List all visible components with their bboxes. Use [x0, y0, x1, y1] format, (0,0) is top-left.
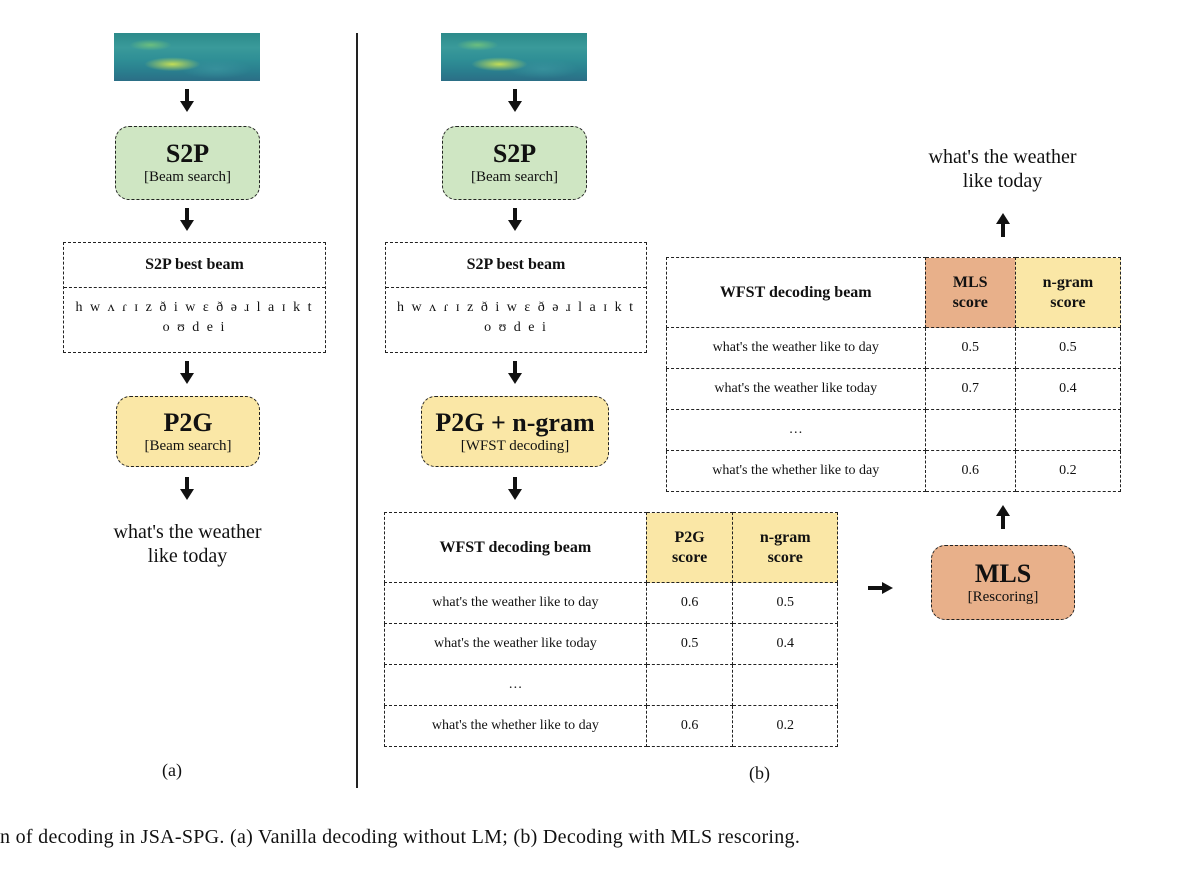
table-cell: what's the weather like to day [666, 327, 926, 369]
table-cell: 0.6 [645, 582, 734, 624]
s2p-box-b: S2P [Beam search] [442, 126, 587, 200]
ipa-line1-b: h w ʌ ɾ ɪ z ð i w ɛ ð ə ɹ l a ɪ k t [396, 300, 635, 315]
p2g-ngram-box: P2G + n-gram [WFST decoding] [421, 396, 609, 467]
table-cell: 0.4 [732, 623, 838, 665]
arrow-up-icon [996, 505, 1010, 531]
table-row: what's the weather like to day 0.6 0.5 [384, 582, 838, 624]
panel-label-b: (b) [749, 763, 770, 783]
mls-box: MLS [Rescoring] [931, 545, 1075, 620]
table-cell: 0.5 [924, 327, 1016, 369]
ipa-line2-a: o ʊ d e i [162, 320, 227, 335]
table-cell: what's the weather like today [384, 623, 647, 665]
s2p-sub-b: [Beam search] [470, 169, 559, 185]
table-cell: what's the weather like today [666, 368, 926, 410]
table-row: what's the weather like today 0.5 0.4 [384, 623, 838, 665]
mls-title: MLS [974, 558, 1032, 588]
arrow-down-icon [180, 361, 194, 385]
best-beam-header-b: S2P best beam [386, 243, 646, 288]
p2g-sub-a: [Beam search] [144, 437, 232, 454]
mls-header-beam: WFST decoding beam [666, 257, 926, 328]
table-cell: 0.5 [732, 582, 838, 624]
table-cell: … [666, 409, 926, 451]
table-cell [645, 664, 734, 706]
table-cell: 0.5 [1014, 327, 1122, 369]
arrow-down-icon [508, 208, 522, 232]
arrow-right-icon [868, 582, 894, 594]
arrow-down-icon [180, 89, 194, 113]
arrow-up-icon [996, 213, 1010, 239]
table-row: … [666, 409, 1122, 451]
best-beam-box-a: S2P best beam h w ʌ ɾ ɪ z ð i w ɛ ð ə ɹ … [63, 242, 326, 353]
table-cell: 0.4 [1014, 368, 1122, 410]
table-cell [1014, 409, 1122, 451]
table-cell: 0.2 [732, 705, 838, 747]
table-row: what's the whether like to day 0.6 0.2 [666, 450, 1122, 492]
s2p-box-a: S2P [Beam search] [115, 126, 260, 200]
p2g-box-a: P2G [Beam search] [116, 396, 260, 467]
s2p-title-a: S2P [165, 139, 210, 168]
table-cell [924, 409, 1016, 451]
output-line2-a: like today [147, 545, 228, 567]
table-row: … [384, 664, 838, 706]
best-beam-box-b: S2P best beam h w ʌ ɾ ɪ z ð i w ɛ ð ə ɹ … [385, 242, 647, 353]
output-line1-b: what's the weather [928, 146, 1077, 168]
arrow-down-icon [180, 477, 194, 501]
wfst-header-beam: WFST decoding beam [384, 512, 647, 583]
table-cell: what's the weather like to day [384, 582, 647, 624]
panel-divider [356, 33, 358, 788]
table-cell: 0.7 [924, 368, 1016, 410]
table-cell: 0.6 [924, 450, 1016, 492]
output-line2-b: like today [962, 170, 1043, 192]
table-row: what's the whether like to day 0.6 0.2 [384, 705, 838, 747]
table-cell: 0.6 [645, 705, 734, 747]
p2g-ngram-sub: [WFST decoding] [460, 437, 570, 454]
output-text-b: what's the weather like today [900, 145, 1105, 193]
figure-caption: n of decoding in JSA-SPG. (a) Vanilla de… [0, 826, 801, 848]
panel-label-a: (a) [162, 760, 182, 780]
ipa-line1-a: h w ʌ ɾ ɪ z ð i w ɛ ð ə ɹ l a ɪ k t [75, 300, 314, 315]
s2p-sub-a: [Beam search] [143, 169, 232, 185]
arrow-down-icon [508, 89, 522, 113]
ipa-line2-b: o ʊ d e i [484, 320, 548, 335]
best-beam-header-a: S2P best beam [64, 243, 325, 288]
output-text-a: what's the weather like today [85, 520, 290, 568]
table-cell: 0.5 [645, 623, 734, 665]
table-row: what's the weather like to day 0.5 0.5 [666, 327, 1122, 369]
table-cell: … [384, 664, 647, 706]
arrow-down-icon [180, 208, 194, 232]
arrow-down-icon [508, 361, 522, 385]
table-row: what's the weather like today 0.7 0.4 [666, 368, 1122, 410]
table-cell: 0.2 [1014, 450, 1122, 492]
s2p-title-b: S2P [492, 139, 537, 168]
table-cell [732, 664, 838, 706]
p2g-ngram-title: P2G + n-gram [435, 407, 595, 437]
spectrogram-a [114, 33, 260, 81]
mls-sub: [Rescoring] [967, 588, 1039, 605]
arrow-down-icon [508, 477, 522, 501]
spectrogram-b [441, 33, 587, 81]
p2g-title-a: P2G [163, 407, 213, 437]
table-cell: what's the whether like to day [384, 705, 647, 747]
output-line1-a: what's the weather [113, 521, 262, 543]
table-cell: what's the whether like to day [666, 450, 926, 492]
